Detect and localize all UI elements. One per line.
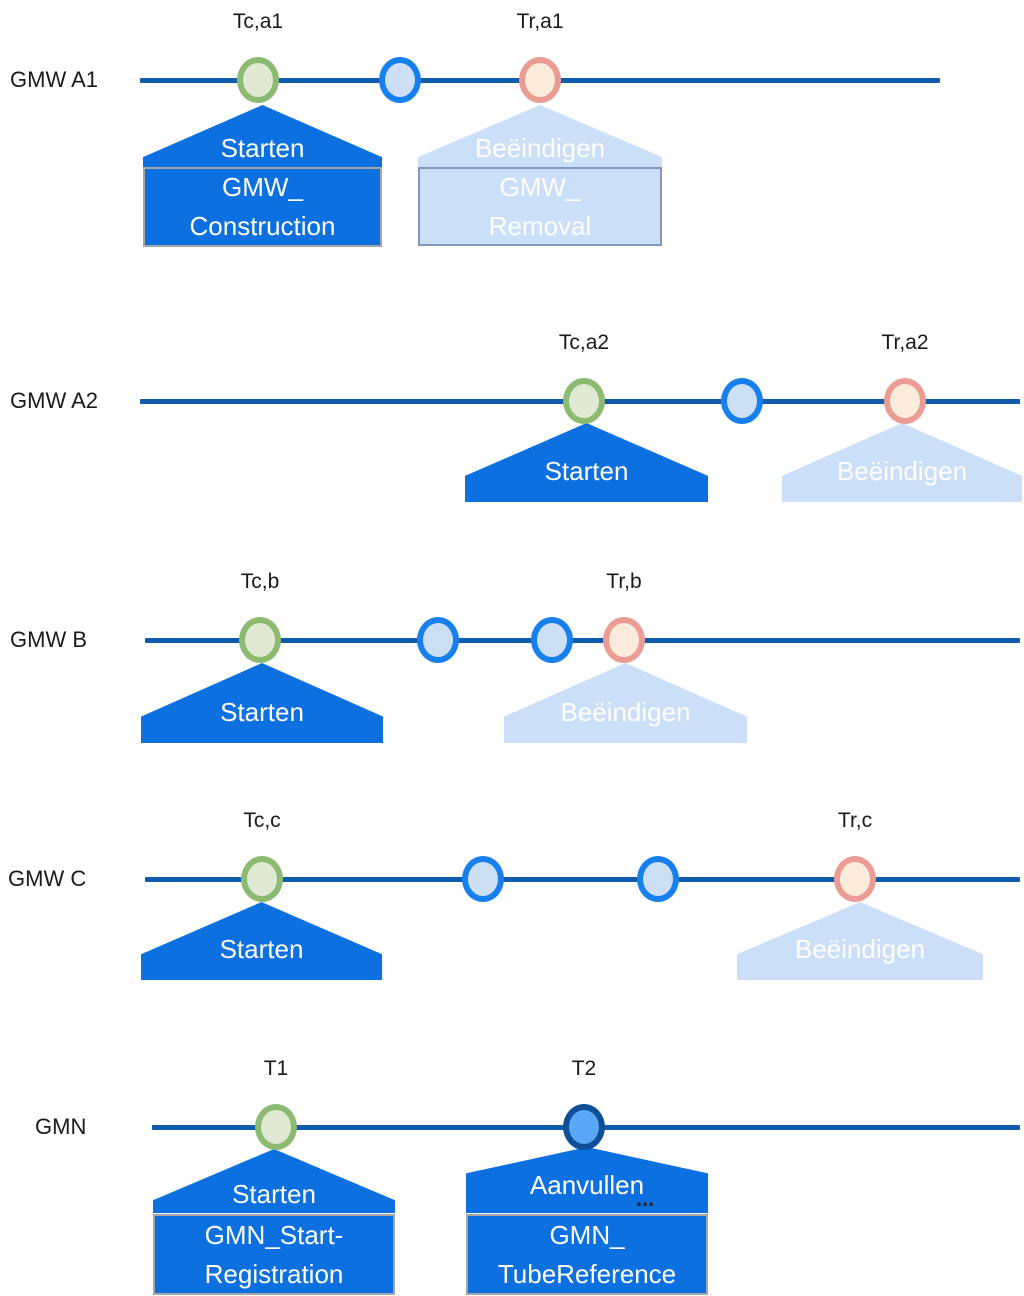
time-label: Tc,a2 <box>558 331 610 354</box>
time-label: Tc,b <box>240 570 280 593</box>
event-marker-green <box>255 1104 297 1150</box>
event-marker-pink <box>834 856 876 902</box>
callout-pentagon: Starten <box>141 902 382 980</box>
time-label: Tr,b <box>606 570 642 593</box>
event-marker-pink <box>884 378 926 424</box>
callout-label: Beëindigen <box>560 697 691 727</box>
time-label: T1 <box>263 1057 289 1080</box>
callout-pentagon: Starten <box>141 663 383 743</box>
event-marker-pink <box>603 617 645 663</box>
event-marker-blue <box>721 378 763 424</box>
event-marker-green <box>239 617 281 663</box>
time-label: T2 <box>571 1057 597 1080</box>
event-marker-navy <box>563 1104 605 1150</box>
row-label: GMW A1 <box>10 67 99 92</box>
callout-rect-line: GMN_Start- <box>204 1219 344 1250</box>
row-label: GMW B <box>10 627 87 652</box>
callout-rect: GMW_ Removal <box>418 167 662 246</box>
callout-rect-line: Registration <box>204 1258 344 1289</box>
callout-rect: GMN_ TubeReference <box>466 1214 708 1295</box>
event-marker-green <box>237 57 279 103</box>
callout-rect-line: TubeReference <box>497 1258 677 1289</box>
callout-pentagon: Starten <box>153 1149 395 1213</box>
time-label: Tr,a1 <box>516 10 564 33</box>
event-marker-blue <box>637 856 679 902</box>
time-label: Tc,c <box>243 809 281 832</box>
callout-pentagon: Starten <box>143 105 382 167</box>
callout-pentagon: Aanvullen <box>466 1147 708 1213</box>
callout-pentagon: Beëindigen <box>782 423 1022 502</box>
row-label: GMN <box>35 1114 87 1139</box>
event-marker-blue <box>379 57 421 103</box>
callout-label: Starten <box>220 697 304 727</box>
callout-rect: GMW_ Construction <box>143 167 382 247</box>
callout-rect-line: GMW_ <box>499 171 581 202</box>
callout-label: Starten <box>232 1179 316 1209</box>
time-label: Tc,a1 <box>232 10 284 33</box>
callout-rect-line: Construction <box>189 211 336 241</box>
event-marker-green <box>563 378 605 424</box>
callout-rect-line: Removal <box>488 210 592 241</box>
callout-rect: GMN_Start- Registration <box>153 1214 395 1295</box>
callout-pentagon: Beëindigen <box>418 105 662 167</box>
timeline-line <box>145 638 1020 643</box>
row-label: GMW A2 <box>10 388 99 413</box>
callout-label: Starten <box>219 934 304 964</box>
callout-label: Beëindigen <box>836 456 968 486</box>
ellipsis-label: ... <box>635 1186 655 1211</box>
callout-pentagon: Starten <box>465 423 708 502</box>
callout-label: Starten <box>220 133 305 163</box>
time-label: Tr,a2 <box>881 331 929 354</box>
callout-pentagon: Beëindigen <box>504 663 747 743</box>
callout-label: Beëindigen <box>474 133 606 163</box>
event-marker-pink <box>519 57 561 103</box>
event-marker-blue <box>417 617 459 663</box>
callout-rect-line: GMN_ <box>549 1219 625 1250</box>
callout-rect-line: GMW_ <box>222 172 303 202</box>
time-label: Tr,c <box>837 809 873 832</box>
callout-label: Aanvullen <box>529 1170 645 1200</box>
callout-pentagon: Beëindigen <box>737 902 983 980</box>
event-marker-blue <box>531 617 573 663</box>
timeline-line <box>145 877 1020 882</box>
callout-label: Beëindigen <box>794 934 926 964</box>
event-marker-blue <box>462 856 504 902</box>
event-marker-green <box>241 856 283 902</box>
row-label: GMW C <box>8 866 87 891</box>
callout-label: Starten <box>544 456 629 486</box>
